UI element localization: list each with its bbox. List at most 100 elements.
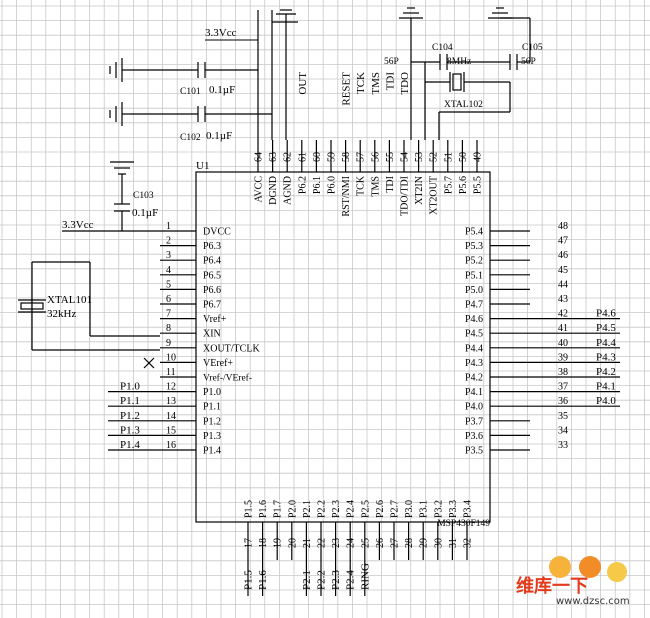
net-label: P1.5 <box>243 570 255 590</box>
pin-number: 42 <box>558 309 568 320</box>
pin-name: AVCC <box>254 176 265 203</box>
net-label: OUT <box>297 72 309 95</box>
pin-name: P6.1 <box>312 176 323 194</box>
pin-name: P3.1 <box>419 500 430 518</box>
pin-number: 49 <box>473 152 484 162</box>
pin-number: 4 <box>166 265 171 276</box>
pin-name: TDI <box>385 176 396 193</box>
pin-number: 21 <box>302 538 313 548</box>
pin-number: 34 <box>558 425 568 436</box>
pin-number: 61 <box>297 152 308 162</box>
ground-icon <box>109 58 130 82</box>
c102-value: 0.1µF <box>206 130 232 142</box>
pin-number: 5 <box>166 279 171 290</box>
pin-name: P4.3 <box>465 358 483 369</box>
c105-value: 56P <box>521 57 536 67</box>
pin-name: P2.2 <box>317 500 328 518</box>
pin-name: P3.0 <box>404 500 415 518</box>
net-label: P1.6 <box>257 570 269 590</box>
net-label: P4.4 <box>596 337 616 349</box>
pin-name: P2.7 <box>390 500 401 518</box>
pin-name: P3.5 <box>465 446 483 457</box>
pin-name: P5.6 <box>458 176 469 194</box>
net-label: P2.1 <box>301 570 313 590</box>
chip-part: MSP430F149 <box>437 519 490 529</box>
pin-name: DVCC <box>203 227 231 238</box>
pin-number: 46 <box>558 250 568 261</box>
pin-name: P5.1 <box>465 270 483 281</box>
net-label: P2.2 <box>316 570 328 590</box>
pin-number: 27 <box>390 538 401 548</box>
net-label: P4.1 <box>596 381 616 393</box>
pin-name: P6.3 <box>203 241 221 252</box>
pin-number: 47 <box>558 236 568 247</box>
c103-label: C103 <box>133 191 154 201</box>
pin-number: 29 <box>419 538 430 548</box>
net-label: TDI <box>384 72 396 91</box>
pin-number: 24 <box>346 538 357 548</box>
pin-number: 48 <box>558 221 568 232</box>
pin-number: 35 <box>558 411 568 422</box>
pin-name: XOUT/TCLK <box>203 343 260 354</box>
ground-icon <box>399 7 423 19</box>
pin-name: P5.5 <box>473 176 484 194</box>
pin-name: P6.7 <box>203 300 221 311</box>
net-label: P4.0 <box>596 395 616 407</box>
pin-number: 37 <box>558 382 568 393</box>
pin-name: Vref+ <box>203 314 227 325</box>
xtal102-body <box>452 73 462 91</box>
pin-name: P2.5 <box>360 500 371 518</box>
c102-label: C102 <box>180 133 201 143</box>
net-label: P1.1 <box>120 395 140 407</box>
pin-number: 32 <box>463 538 474 548</box>
xtal101-body <box>20 302 44 310</box>
pin-number: 25 <box>360 538 371 548</box>
pin-name: P3.7 <box>465 416 483 427</box>
c104-label: C104 <box>432 43 453 53</box>
bottom-pins: P1.517P1.5P1.618P1.6P1.719P2.020P2.121P2… <box>243 500 474 596</box>
pin-number: 51 <box>443 152 454 162</box>
net-label: RING <box>359 563 371 590</box>
pin-name: P1.6 <box>258 500 269 518</box>
pin-number: 17 <box>244 538 255 548</box>
pin-number: 2 <box>166 236 171 247</box>
top-pins: 64AVCC63DGND62AGND61P6.2OUT60P6.159P6.05… <box>254 72 484 217</box>
pin-name: P4.6 <box>465 314 483 325</box>
c101-label: C101 <box>180 87 201 97</box>
c105-label: C105 <box>522 43 543 53</box>
pin-number: 44 <box>558 279 568 290</box>
pin-name: P2.1 <box>302 500 313 518</box>
ground-icon <box>488 7 530 19</box>
pin-number: 52 <box>429 152 440 162</box>
pin-number: 30 <box>433 538 444 548</box>
net-label: P2.3 <box>330 570 342 590</box>
pin-name: P3.6 <box>465 431 483 442</box>
pin-name: P2.0 <box>287 500 298 518</box>
pin-name: P5.3 <box>465 241 483 252</box>
net-label: P2.4 <box>345 570 357 590</box>
pin-number: 59 <box>327 152 338 162</box>
xtal102-freq: 8MHz <box>447 57 471 67</box>
pin-name: P3.3 <box>448 500 459 518</box>
chip-body <box>195 171 491 523</box>
pin-name: P1.2 <box>203 416 221 427</box>
pin-name: P4.0 <box>465 402 483 413</box>
pin-number: 8 <box>166 323 171 334</box>
pin-number: 13 <box>166 396 176 407</box>
watermark: 维库一下 www.dzsc.com <box>516 556 630 607</box>
pin-name: TDO/TDI <box>400 176 411 216</box>
pin-number: 18 <box>258 538 269 548</box>
pin-number: 6 <box>166 294 171 305</box>
pin-name: P1.4 <box>203 446 221 457</box>
pin-name: P2.6 <box>375 500 386 518</box>
pin-name: P1.5 <box>244 500 255 518</box>
right-pins: 48P5.447P5.346P5.245P5.144P5.043P4.742P4… <box>465 221 620 457</box>
pin-name: VEref+ <box>203 358 233 369</box>
pin-number: 20 <box>287 538 298 548</box>
pin-name: P1.7 <box>273 500 284 518</box>
pin-name: P6.4 <box>203 256 221 267</box>
pin-name: P4.4 <box>465 343 483 354</box>
pin-number: 39 <box>558 352 568 363</box>
